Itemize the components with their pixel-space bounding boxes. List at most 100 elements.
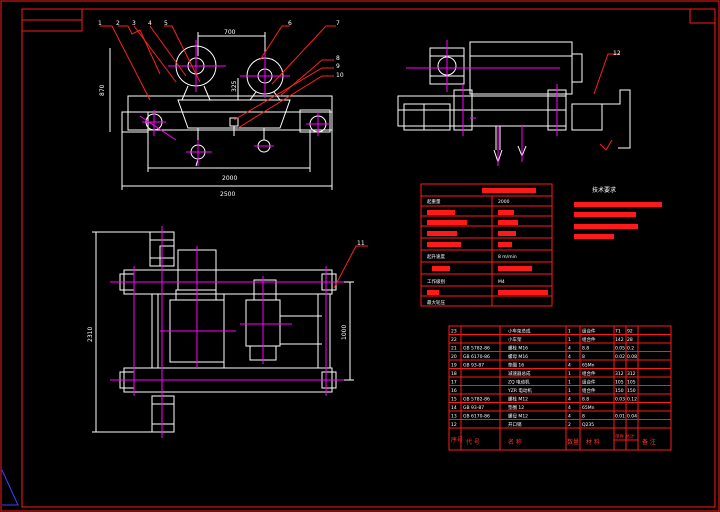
parts-cell-name: 螺母 M16 [508,353,528,360]
parts-cell-name: 螺栓 M12 [508,396,528,403]
parts-cell-b: 105 [627,380,636,386]
parts-cell-name: 螺栓 M16 [508,345,528,352]
parts-cell-no: 21 [451,346,457,352]
spec-table: 2000 起重量 起升速度 8 m/min 工作级别 M4 最大轮压 [420,183,553,307]
dim-2500: 2500 [220,191,235,198]
parts-cell-code: GB 5782-86 [463,397,490,403]
parts-cell-no: 18 [451,371,457,377]
parts-cell-b: 0.04 [627,414,637,420]
front-view-centerlines [139,40,330,166]
parts-cell-qty: 4 [568,414,571,420]
parts-cell-code: GB 93-87 [463,405,484,411]
parts-cell-qty: 1 [568,329,571,335]
parts-cell-qty: 4 [568,397,571,403]
dim-325: 325 [231,80,238,92]
top-view-centerlines [110,226,344,438]
parts-cell-name: 垫圈 16 [508,362,524,369]
balloon-7: 7 [336,20,340,27]
parts-cell-no: 12 [451,422,457,428]
parts-cell-no: 16 [451,388,457,394]
parts-cell-name: 小车架总成 [508,328,531,335]
parts-cell-code: GB 6170-86 [463,354,490,360]
parts-cell-b: 0.08 [627,354,637,360]
parts-cell-a: 105 [615,380,624,386]
parts-cell-qty: 4 [568,363,571,369]
parts-cell-code: GB 6170-86 [463,414,490,420]
parts-header-qty: 数量 [567,438,579,446]
balloon-6: 6 [288,20,292,27]
parts-cell-no: 23 [451,329,457,335]
balloon-8: 8 [336,55,340,62]
tech-req-title: 技术要求 [592,186,616,194]
spec-r6-right: M4 [498,279,505,285]
balloon-4: 4 [148,20,152,27]
dim-700: 700 [224,29,236,36]
dim-2000: 2000 [222,175,237,182]
parts-cell-no: 15 [451,397,457,403]
spec-r1-left: 起重量 [427,198,441,205]
parts-header-name: 名 称 [508,438,522,446]
parts-cell-mat: 8.8 [582,397,589,403]
technical-requirements: 技术要求 [574,186,662,239]
parts-cell-qty: 4 [568,346,571,352]
dim-870: 870 [99,84,106,96]
parts-cell-a: 71 [615,329,621,335]
parts-cell-b: 0.12 [627,397,637,403]
parts-cell-mat: 组合件 [582,370,596,377]
parts-cell-name: 开口销 [508,421,522,428]
balloon-12: 12 [613,50,621,57]
parts-header-no: 序号 [451,436,463,444]
parts-cell-a: 150 [615,388,624,394]
parts-cell-mat: Q235 [582,422,594,428]
parts-cell-b: 28 [627,337,633,343]
parts-cell-b: 150 [627,388,636,394]
parts-header-weight: 单件 总计 [615,433,635,440]
balloon-9: 9 [336,63,340,70]
balloon-5: 5 [164,20,168,27]
parts-cell-qty: 2 [568,422,571,428]
parts-cell-no: 20 [451,354,457,360]
parts-cell-mat: 组合件 [582,336,596,343]
parts-cell-b: 312 [627,371,636,377]
balloon-2: 2 [116,20,120,27]
parts-cell-code: GB 93-87 [463,363,484,369]
spec-r4-right: 8 m/min [498,254,517,260]
balloon-10: 10 [336,72,344,79]
parts-header-note: 备 注 [642,438,656,446]
parts-cell-mat: 8 [582,414,585,420]
parts-cell-mat: 组合件 [582,387,596,394]
parts-cell-name: 螺母 M12 [508,413,528,420]
parts-cell-mat: 组合件 [582,328,596,335]
parts-cell-name: ZQ 电动机 [508,379,530,386]
balloon-11: 11 [357,240,365,247]
parts-cell-mat: 组合件 [582,379,596,386]
parts-cell-qty: 1 [568,371,571,377]
parts-cell-no: 19 [451,363,457,369]
parts-cell-qty: 1 [568,388,571,394]
dim-2310: 2310 [87,327,94,342]
front-view-leaders [100,25,336,129]
parts-cell-b: 92 [627,329,633,335]
parts-cell-no: 13 [451,414,457,420]
balloon-1: 1 [98,20,102,27]
dim-1000: 1000 [341,325,348,340]
parts-cell-mat: 65Mn [582,405,595,411]
parts-cell-no: 17 [451,380,457,386]
parts-cell-qty: 4 [568,354,571,360]
side-view-leaders [593,53,620,151]
parts-cell-no: 14 [451,405,457,411]
parts-cell-name: 小车架 [508,336,522,343]
spec-r0-right: 2000 [498,199,510,205]
parts-cell-no: 22 [451,337,457,343]
parts-cell-a: 0.05 [615,346,625,352]
parts-cell-b: 0.2 [627,346,634,352]
parts-cell-name: 垫圈 12 [508,404,524,411]
parts-header-code: 代 号 [466,438,480,446]
front-view-labels: 1 2 3 4 5 6 7 8 9 10 700 2000 2500 870 3… [98,20,344,198]
parts-cell-qty: 1 [568,337,571,343]
spec-r8-left: 最大轮压 [427,299,445,306]
parts-cell-name: 减速器总成 [508,370,531,377]
